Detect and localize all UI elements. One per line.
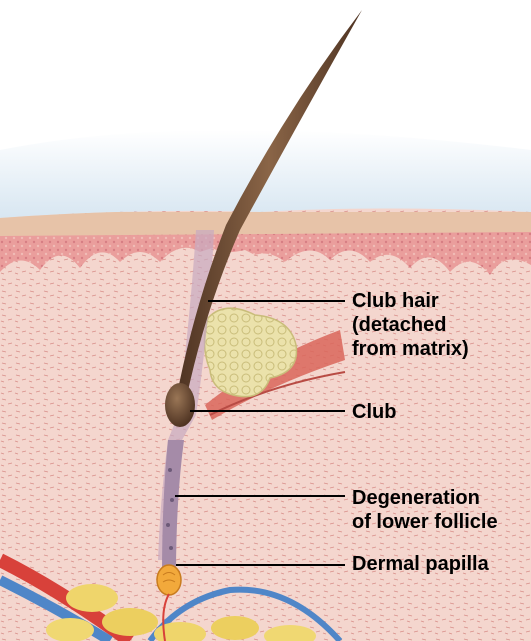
- club: [165, 383, 195, 427]
- label-dermal-papilla: Dermal papilla: [352, 552, 489, 576]
- label-club-hair: Club hair (detached from matrix): [352, 289, 469, 361]
- label-degeneration-line2: of lower follicle: [352, 510, 498, 534]
- label-degeneration-line1: Degeneration: [352, 486, 498, 510]
- label-degeneration: Degeneration of lower follicle: [352, 486, 498, 534]
- label-club-hair-line1: Club hair: [352, 289, 469, 313]
- label-club-hair-line2: (detached: [352, 313, 469, 337]
- label-club-hair-line3: from matrix): [352, 337, 469, 361]
- label-club: Club: [352, 400, 396, 424]
